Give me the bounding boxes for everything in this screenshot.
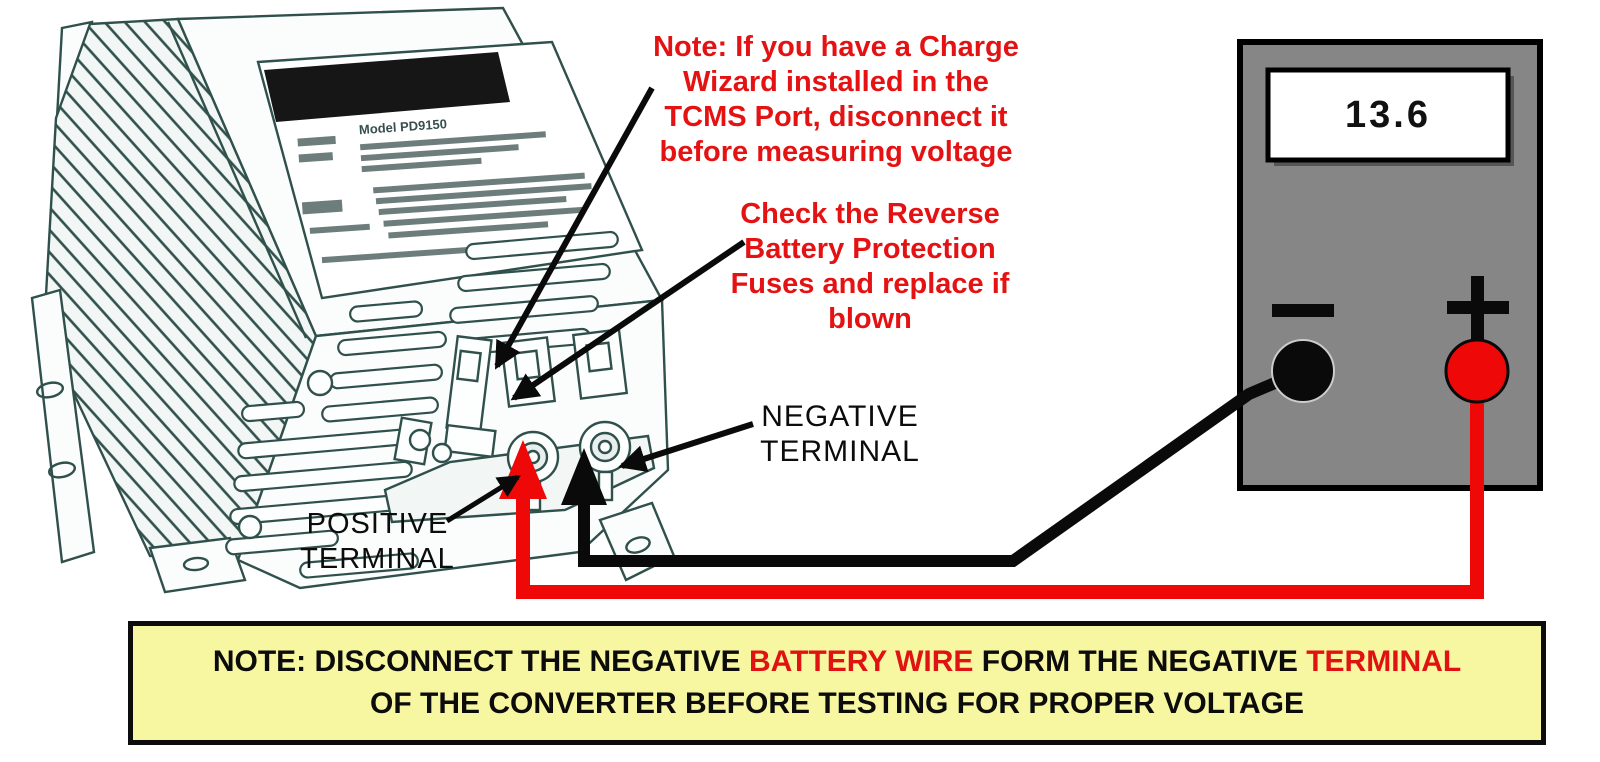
- converter-illustration: Model PD9150: [30, 6, 676, 594]
- plus-symbol: [1447, 276, 1509, 342]
- negative-terminal: [578, 420, 632, 502]
- banner-seg-2: BATTERY WIRE: [748, 645, 974, 678]
- spec-label: Model PD9150: [256, 40, 644, 300]
- multimeter: [1237, 39, 1543, 491]
- negative-jack: [1271, 339, 1335, 403]
- negative-probe-wire: [578, 365, 1306, 567]
- positive-probe-wire: [516, 370, 1484, 599]
- negative-terminal-arrow: [618, 421, 754, 472]
- positive-terminal-arrow: [445, 474, 521, 524]
- mounting-foot-left: [148, 536, 247, 594]
- warning-banner: NOTE: DISCONNECT THE NEGATIVE BATTERY WI…: [128, 621, 1546, 745]
- louver-vents: [225, 230, 619, 579]
- tcms-port: [443, 334, 497, 459]
- negative-terminal-label: NEGATIVE TERMINAL: [760, 400, 920, 468]
- banner-seg-3: FORM THE NEGATIVE: [973, 645, 1307, 678]
- banner-seg-4: TERMINAL: [1306, 645, 1462, 678]
- warning-banner-line2: OF THE CONVERTER BEFORE TESTING FOR PROP…: [370, 687, 1304, 720]
- positive-jack: [1444, 338, 1510, 404]
- multimeter-display: [1265, 67, 1511, 163]
- fuses-arrow: [510, 239, 746, 401]
- fuses-note: Check the Reverse Battery Protection Fus…: [730, 198, 1010, 335]
- banner-seg-1: NOTE: DISCONNECT THE NEGATIVE: [212, 645, 749, 678]
- charge-wizard-arrow: [494, 86, 655, 370]
- multimeter-reading: 13.6: [1345, 93, 1431, 136]
- mounting-flange: [30, 288, 96, 564]
- negative-probe-arrow: [561, 448, 607, 505]
- minus-symbol: [1272, 304, 1334, 317]
- model-label-text: Model PD9150: [358, 116, 447, 137]
- positive-terminal-label: POSITIVE TERMINAL: [300, 508, 455, 575]
- warning-banner-line1: NOTE: DISCONNECT THE NEGATIVE BATTERY WI…: [213, 641, 1461, 683]
- charge-wizard-note: Note: If you have a Charge Wizard instal…: [653, 31, 1019, 168]
